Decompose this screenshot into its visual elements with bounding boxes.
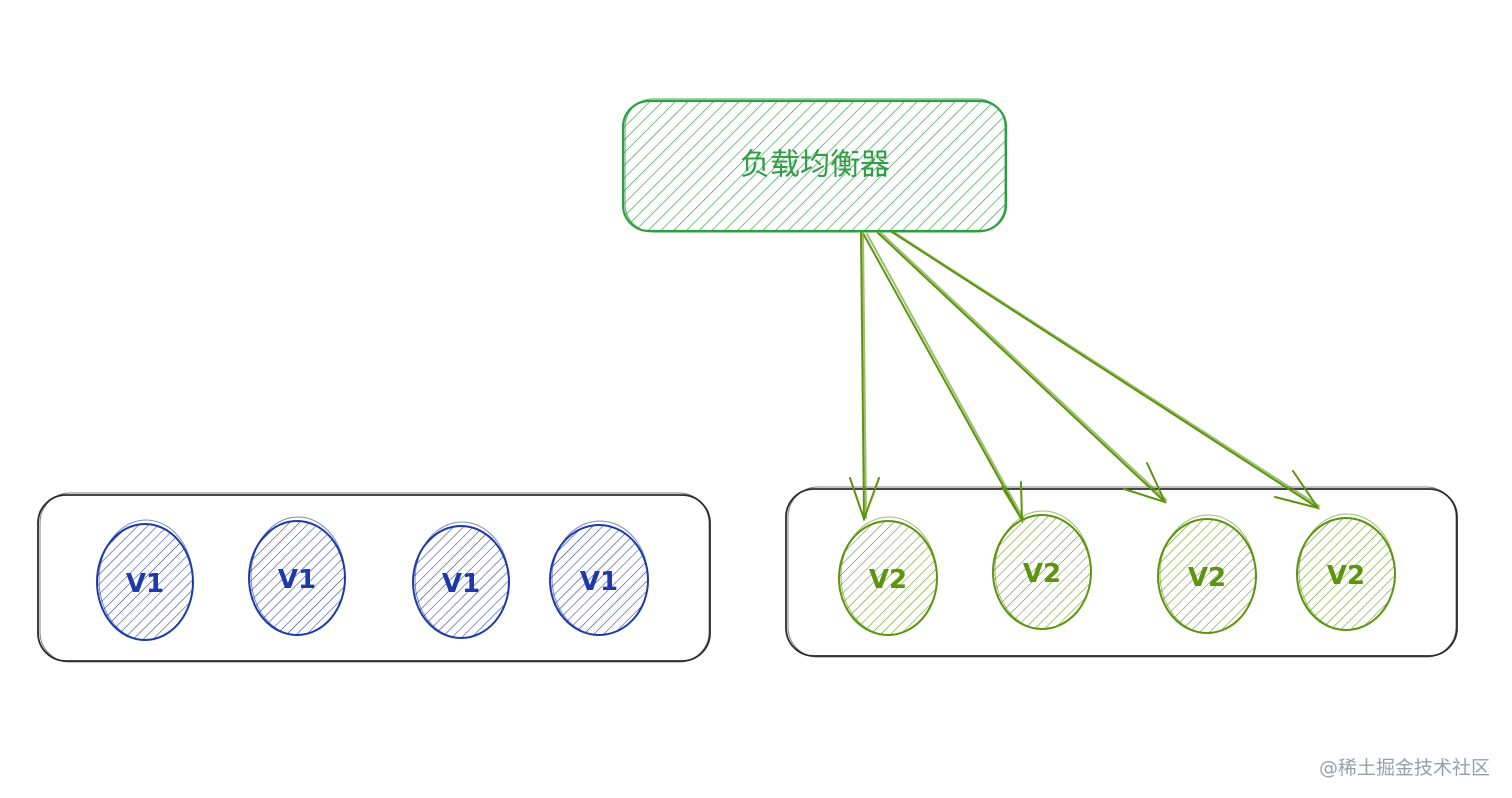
load-balancer-box-sketch <box>624 98 1006 233</box>
load-balancer: 负载均衡器 <box>621 98 1008 233</box>
watermark: @稀土掘金技术社区 <box>1318 757 1490 779</box>
v2-group-container <box>785 486 1458 658</box>
v1-node-label: V1 <box>442 569 480 599</box>
arrow-to-v2-3 <box>877 232 1167 504</box>
v1-node: V1 <box>412 521 510 639</box>
v1-node: V1 <box>549 520 649 636</box>
v1-node: V1 <box>96 519 194 641</box>
arrow-to-v2-4 <box>891 231 1321 510</box>
v1-node-label: V1 <box>278 565 316 595</box>
load-balancer-label: 负载均衡器 <box>740 148 890 183</box>
v2-node-label: V2 <box>1327 561 1365 591</box>
v1-node-label: V1 <box>580 567 618 597</box>
v1-node: V1 <box>248 516 346 636</box>
arrow-to-v2-2 <box>863 233 1024 524</box>
v2-node-label: V2 <box>869 565 907 595</box>
v2-node: V2 <box>992 510 1092 630</box>
v2-node: V2 <box>1296 513 1396 631</box>
v2-node-label: V2 <box>1023 559 1061 589</box>
v2-node: V2 <box>838 516 938 636</box>
load-balancer-box <box>621 99 1008 233</box>
v1-group-container <box>37 492 711 663</box>
v2-node-label: V2 <box>1188 563 1226 593</box>
v2-node: V2 <box>1157 514 1257 634</box>
v1-node-label: V1 <box>126 569 164 599</box>
arrow-to-v2-1 <box>849 232 880 522</box>
